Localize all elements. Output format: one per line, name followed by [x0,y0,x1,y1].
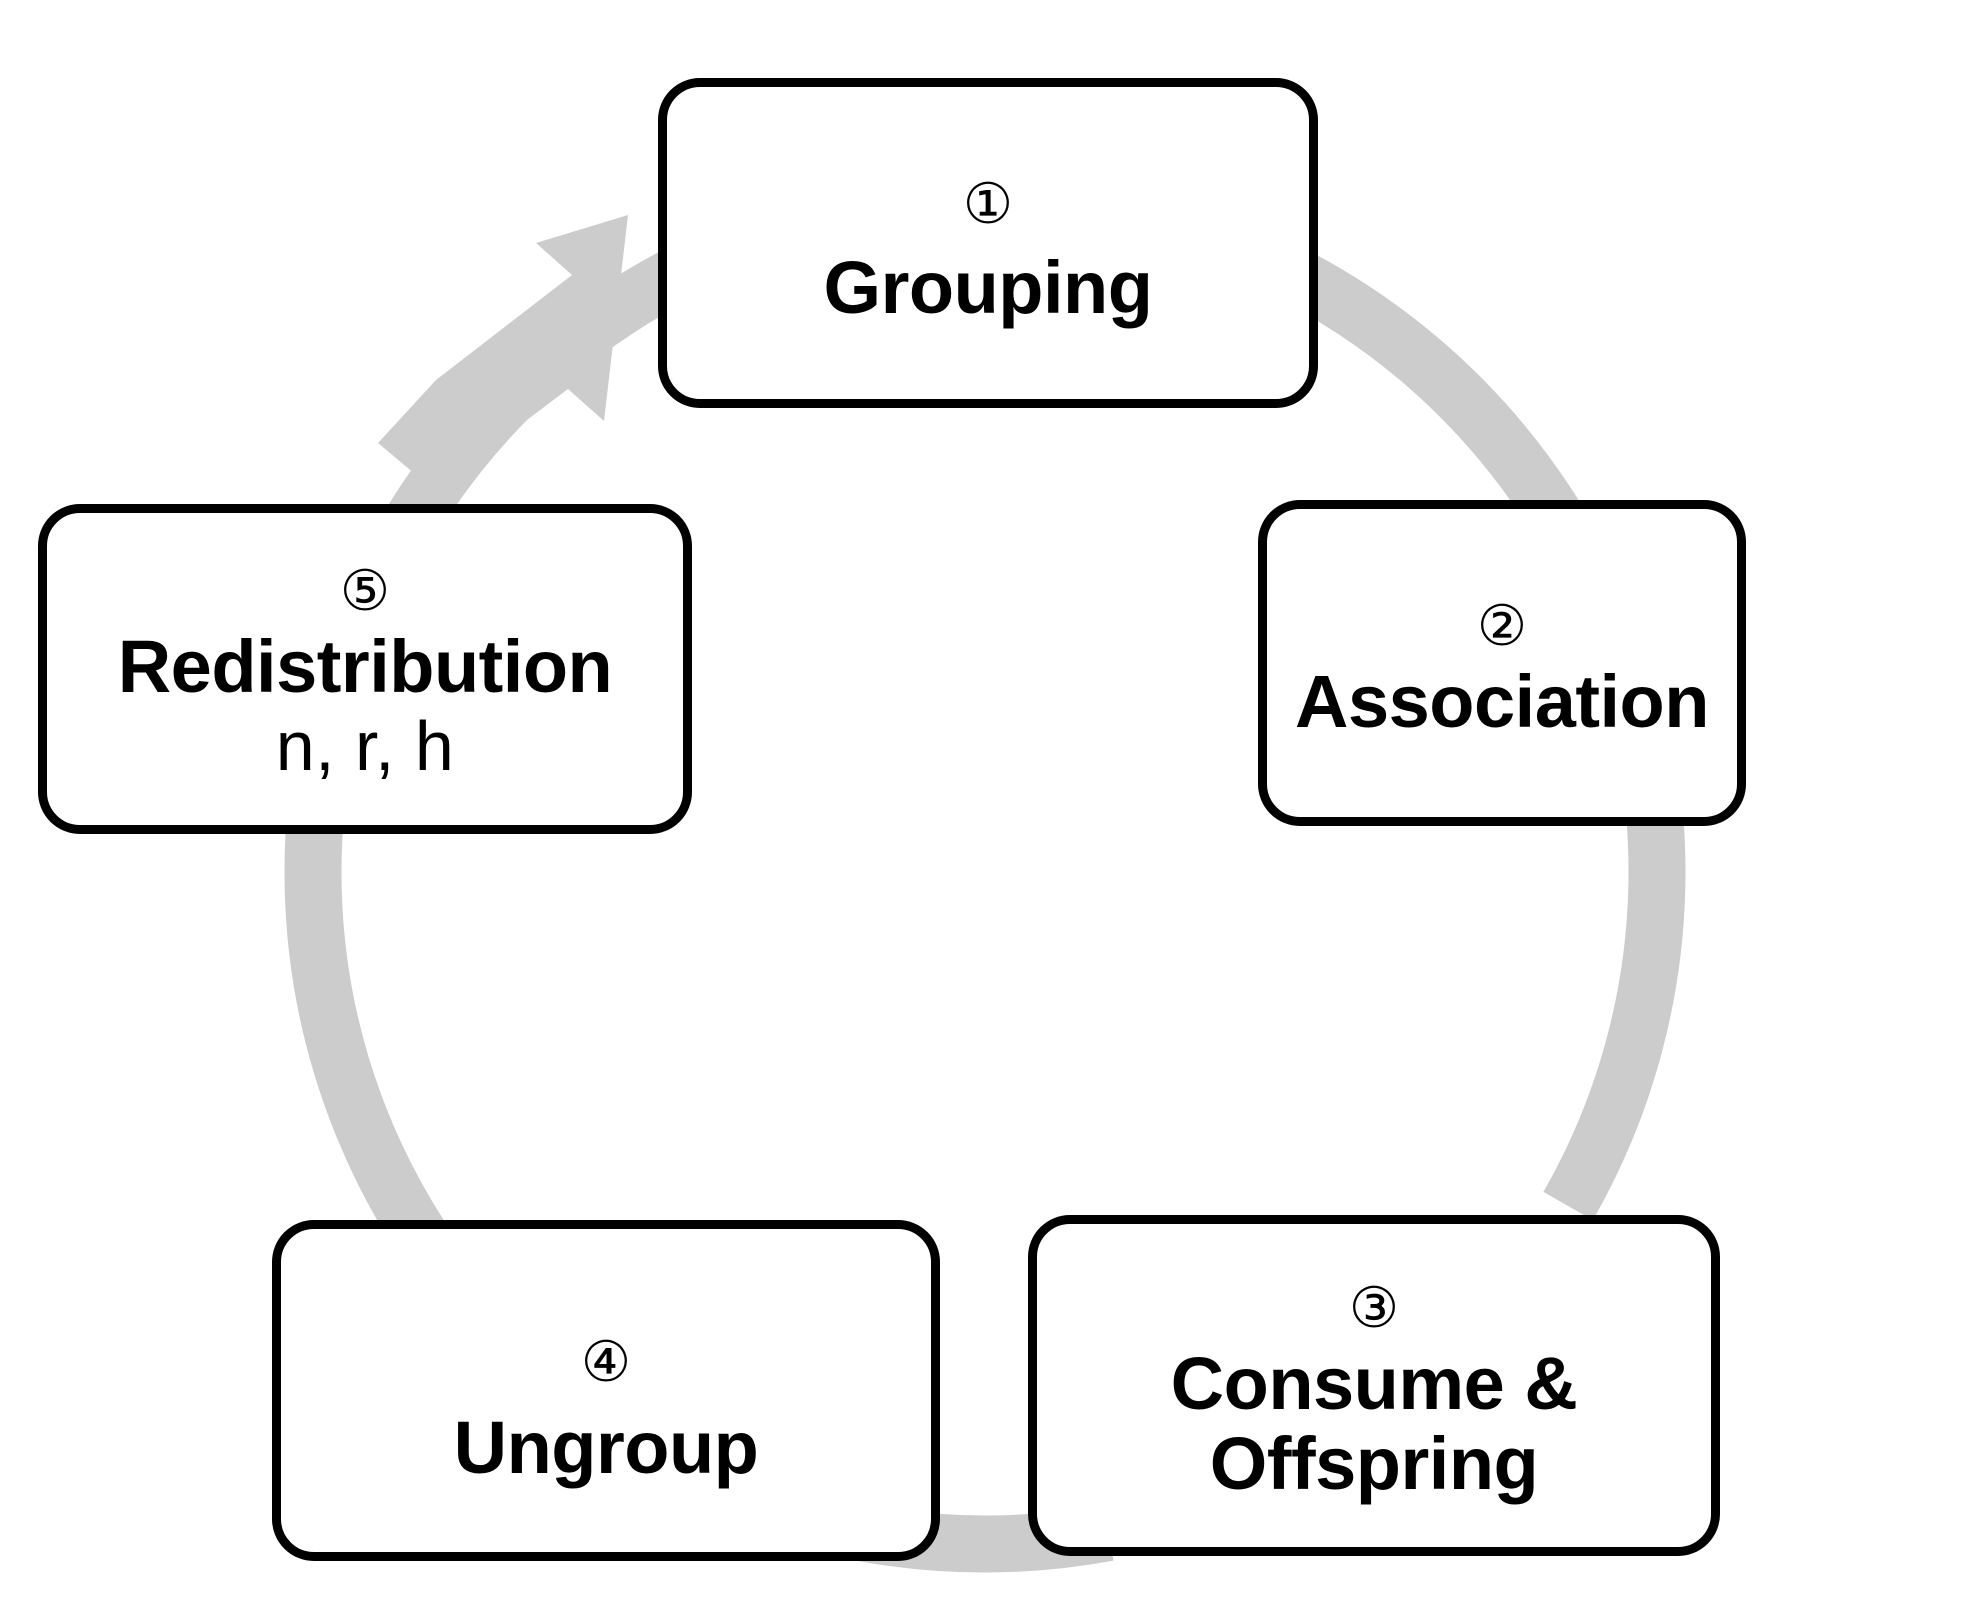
step-label-consume-offspring: Consume & Offspring [1170,1341,1578,1505]
step-label-ungroup: Ungroup [453,1405,759,1489]
step-label-association: Association [1295,660,1709,744]
step-number-3: ③ [1348,1275,1400,1339]
step-number-2: ② [1476,594,1528,658]
step-number-4: ④ [580,1329,632,1393]
step-number-1: ① [962,172,1014,236]
step-label-redistribution: Redistribution [117,624,613,708]
step-number-5: ⑤ [339,558,391,622]
step-box-association[interactable]: ② Association [1258,500,1746,826]
step-sublabel-redistribution: n, r, h [275,707,455,786]
step-box-ungroup[interactable]: ④ Ungroup [272,1220,940,1561]
step-label-grouping: Grouping [823,246,1153,330]
step-box-redistribution[interactable]: ⑤ Redistribution n, r, h [38,504,692,834]
step-box-consume-offspring[interactable]: ③ Consume & Offspring [1028,1215,1720,1556]
cycle-arrowhead-icon [378,215,628,490]
step-box-grouping[interactable]: ① Grouping [658,78,1318,408]
